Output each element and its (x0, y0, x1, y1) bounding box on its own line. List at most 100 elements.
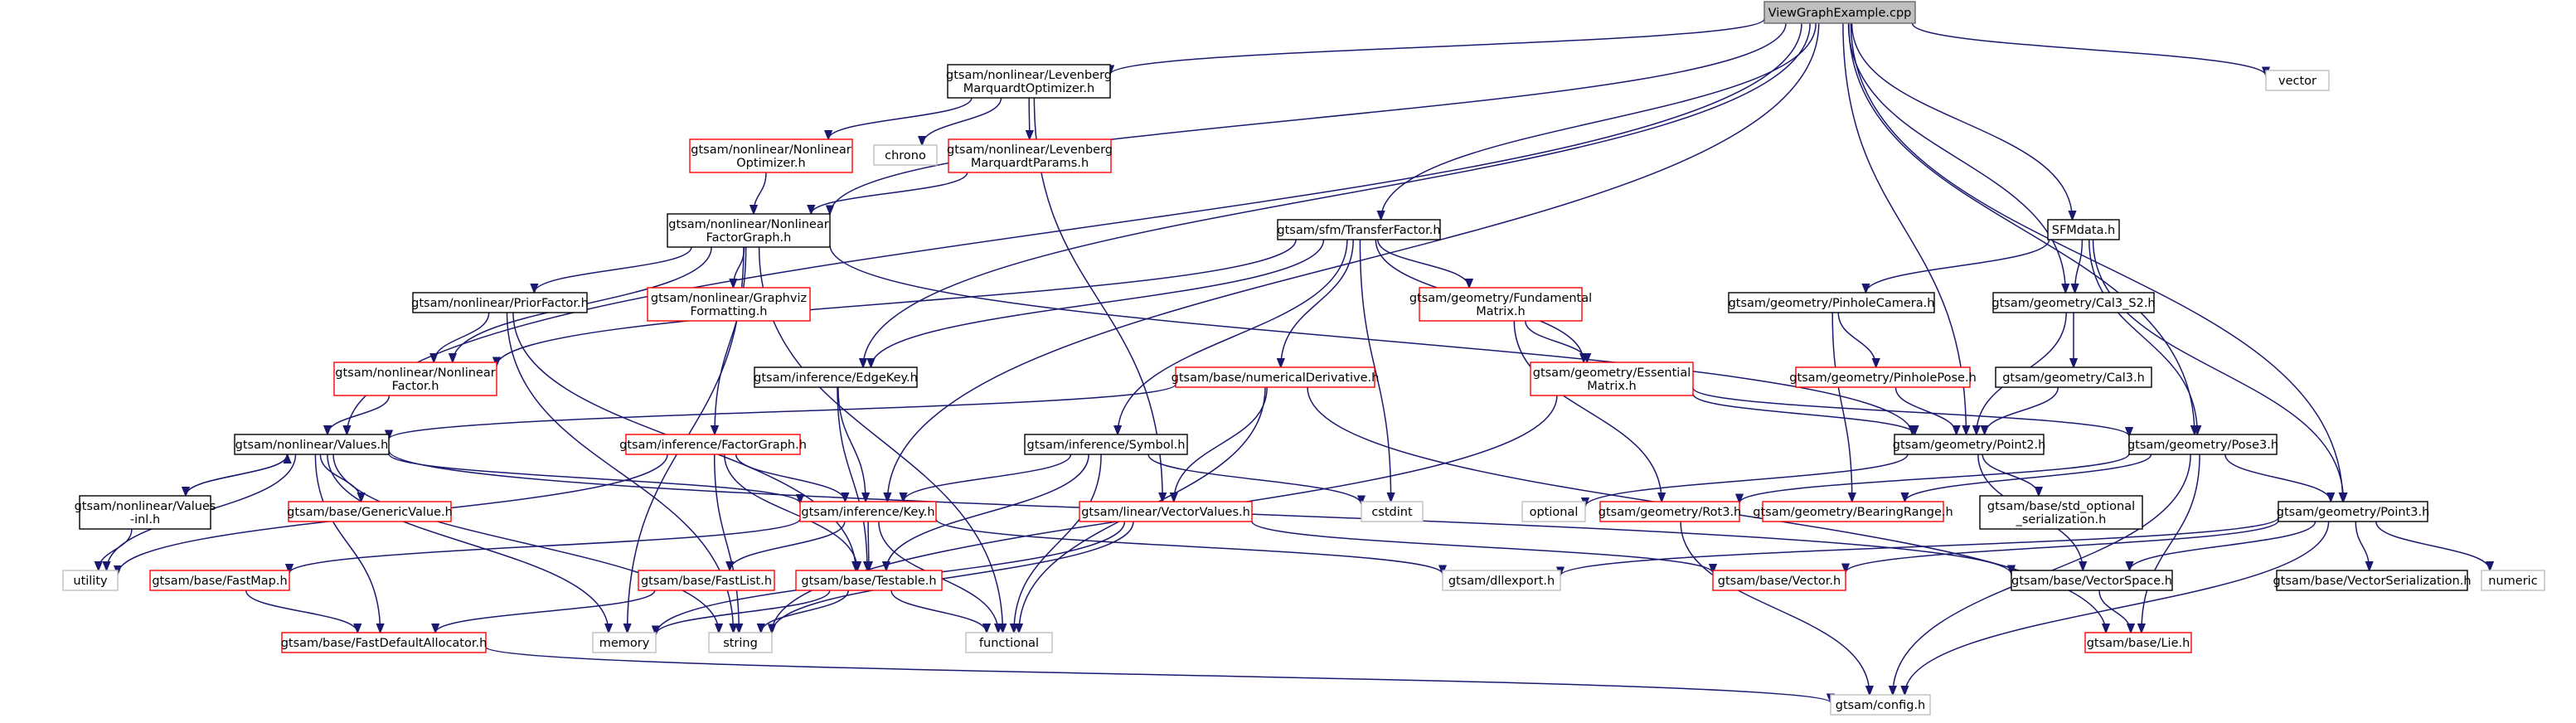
node-label: Formatting.h (690, 305, 767, 318)
edge-transfer-to-cstdint (1359, 239, 1390, 502)
node-pinholepose[interactable]: gtsam/geometry/PinholePose.h (1789, 366, 1977, 388)
node-label: gtsam/base/GenericValue.h (287, 506, 453, 519)
node-testable[interactable]: gtsam/base/Testable.h (795, 570, 943, 591)
node-root: ViewGraphExample.cpp (1763, 1, 1916, 24)
node-box (947, 64, 1111, 99)
node-box (2128, 434, 2278, 455)
node-label: MarquardtParams.h (971, 157, 1089, 170)
edge-nfg-to-prior (534, 246, 692, 294)
node-valuesinl[interactable]: gtsam/nonlinear/Values-inl.h (75, 495, 216, 530)
edge-valuesinl-to-values (185, 454, 288, 497)
node-box (754, 366, 918, 388)
edge-factorgraph-to-key (735, 454, 846, 502)
node-cal3s2[interactable]: gtsam/geometry/Cal3_S2.h (1991, 292, 2156, 313)
node-key[interactable]: gtsam/inference/Key.h (799, 501, 937, 522)
node-factorgraph[interactable]: gtsam/inference/FactorGraph.h (619, 434, 807, 455)
node-genericvalue[interactable]: gtsam/base/GenericValue.h (287, 501, 453, 522)
node-sfmdata[interactable]: SFMdata.h (2047, 219, 2120, 240)
edge-transfer-to-fundamental (1377, 239, 1469, 289)
nodes-layer: ViewGraphExample.cpp gtsam/nonlinear/Leve… (62, 1, 2545, 716)
node-vectorspace[interactable]: gtsam/base/VectorSpace.h (2011, 570, 2173, 591)
node-label: gtsam/dllexport.h (1448, 575, 1555, 588)
node-box (638, 570, 775, 591)
node-bearingrange[interactable]: gtsam/geometry/BearingRange.h (1753, 501, 1953, 522)
node-box (2011, 570, 2173, 591)
node-lmo[interactable]: gtsam/nonlinear/LevenbergMarquardtOptimi… (946, 64, 1112, 99)
edge-point3-to-dllexport (1560, 517, 2279, 576)
node-vectorvalues[interactable]: gtsam/linear/VectorValues.h (1079, 501, 1253, 522)
edge-lmparams-to-nfg (811, 172, 968, 215)
node-prior[interactable]: gtsam/nonlinear/PriorFactor.h (411, 292, 589, 313)
node-box (2047, 219, 2120, 240)
node-box (333, 362, 497, 396)
node-box (1995, 366, 2152, 388)
node-values[interactable]: gtsam/nonlinear/Values.h (234, 434, 390, 455)
node-point2[interactable]: gtsam/geometry/Point2.h (1893, 434, 2046, 455)
node-fastalloc[interactable]: gtsam/base/FastDefaultAllocator.h (281, 632, 488, 653)
node-label: gtsam/nonlinear/Values (75, 500, 216, 513)
node-label: _serialization.h (2016, 513, 2107, 526)
node-string: string (708, 632, 773, 653)
node-label: gtsam/geometry/Pose3.h (2127, 439, 2278, 452)
node-label: gtsam/base/Lie.h (2087, 637, 2190, 650)
node-numderiv[interactable]: gtsam/base/numericalDerivative.h (1172, 366, 1380, 388)
node-box (1079, 501, 1253, 522)
node-box (1762, 501, 1944, 522)
node-cal3[interactable]: gtsam/geometry/Cal3.h (1995, 366, 2152, 388)
node-vectorser[interactable]: gtsam/base/VectorSerialization.h (2273, 570, 2472, 591)
node-label: gtsam/nonlinear/Nonlinear (335, 366, 495, 380)
node-stdoptser[interactable]: gtsam/base/std_optional_serialization.h (1979, 495, 2143, 530)
edge-values-to-genericvalue (319, 454, 361, 502)
node-label: gtsam/inference/EdgeKey.h (754, 371, 918, 385)
edge-transfer-to-symbol (1118, 239, 1348, 434)
node-box (234, 434, 390, 455)
edge-essential-to-pose3 (1692, 387, 2129, 437)
node-box (647, 287, 811, 322)
edge-rot3-to-config (1680, 521, 1870, 695)
node-box (1830, 694, 1931, 716)
node-fastlist[interactable]: gtsam/base/FastList.h (638, 570, 775, 591)
edge-testable-to-string (761, 590, 849, 633)
node-box (62, 570, 119, 591)
edge-root-to-lmo (1110, 18, 1765, 75)
edge-sfmdata-to-point3 (2092, 239, 2344, 502)
node-rot3[interactable]: gtsam/geometry/Rot3.h (1598, 501, 1742, 522)
edge-fundamental-to-essential (1525, 320, 1587, 363)
node-point3[interactable]: gtsam/geometry/Point3.h (2277, 501, 2430, 522)
edge-edgekey-to-testable (837, 386, 867, 570)
node-box (948, 138, 1112, 173)
edge-vectorvalues-to-vectorh (1251, 521, 1713, 574)
node-fastmap[interactable]: gtsam/base/FastMap.h (149, 570, 290, 591)
node-lie[interactable]: gtsam/base/Lie.h (2084, 632, 2192, 653)
node-label: gtsam/geometry/Fundamental (1409, 292, 1592, 305)
edge-sfmdata-to-pose3 (2088, 239, 2198, 434)
edge-edgekey-to-key (837, 386, 866, 502)
node-box (2481, 570, 2545, 591)
node-label: gtsam/geometry/PinholePose.h (1789, 371, 1977, 385)
edge-transfer-to-numderiv (1281, 239, 1354, 367)
node-edgekey[interactable]: gtsam/inference/EdgeKey.h (754, 366, 918, 388)
node-symbol[interactable]: gtsam/inference/Symbol.h (1024, 434, 1188, 455)
node-lmparams[interactable]: gtsam/nonlinear/LevenbergMarquardtParams… (947, 138, 1113, 173)
node-vectorh[interactable]: gtsam/base/Vector.h (1712, 570, 1846, 591)
node-label: gtsam/geometry/Point3.h (2277, 506, 2430, 519)
edge-transfer-to-nlfactor (497, 239, 1297, 366)
node-box (1277, 219, 1441, 240)
node-label: gtsam/geometry/Point2.h (1893, 439, 2046, 452)
node-label: gtsam/inference/FactorGraph.h (619, 439, 807, 452)
edge-nlopt-to-nfg (754, 172, 767, 214)
node-label: gtsam/base/numericalDerivative.h (1172, 371, 1380, 385)
node-box (1763, 1, 1916, 24)
edge-key-to-testable (868, 521, 869, 570)
node-label: ViewGraphExample.cpp (1768, 7, 1912, 20)
node-transfer[interactable]: gtsam/sfm/TransferFactor.h (1277, 219, 1441, 240)
node-pinholecam[interactable]: gtsam/geometry/PinholeCamera.h (1728, 292, 1935, 313)
node-pose3[interactable]: gtsam/geometry/Pose3.h (2127, 434, 2278, 455)
